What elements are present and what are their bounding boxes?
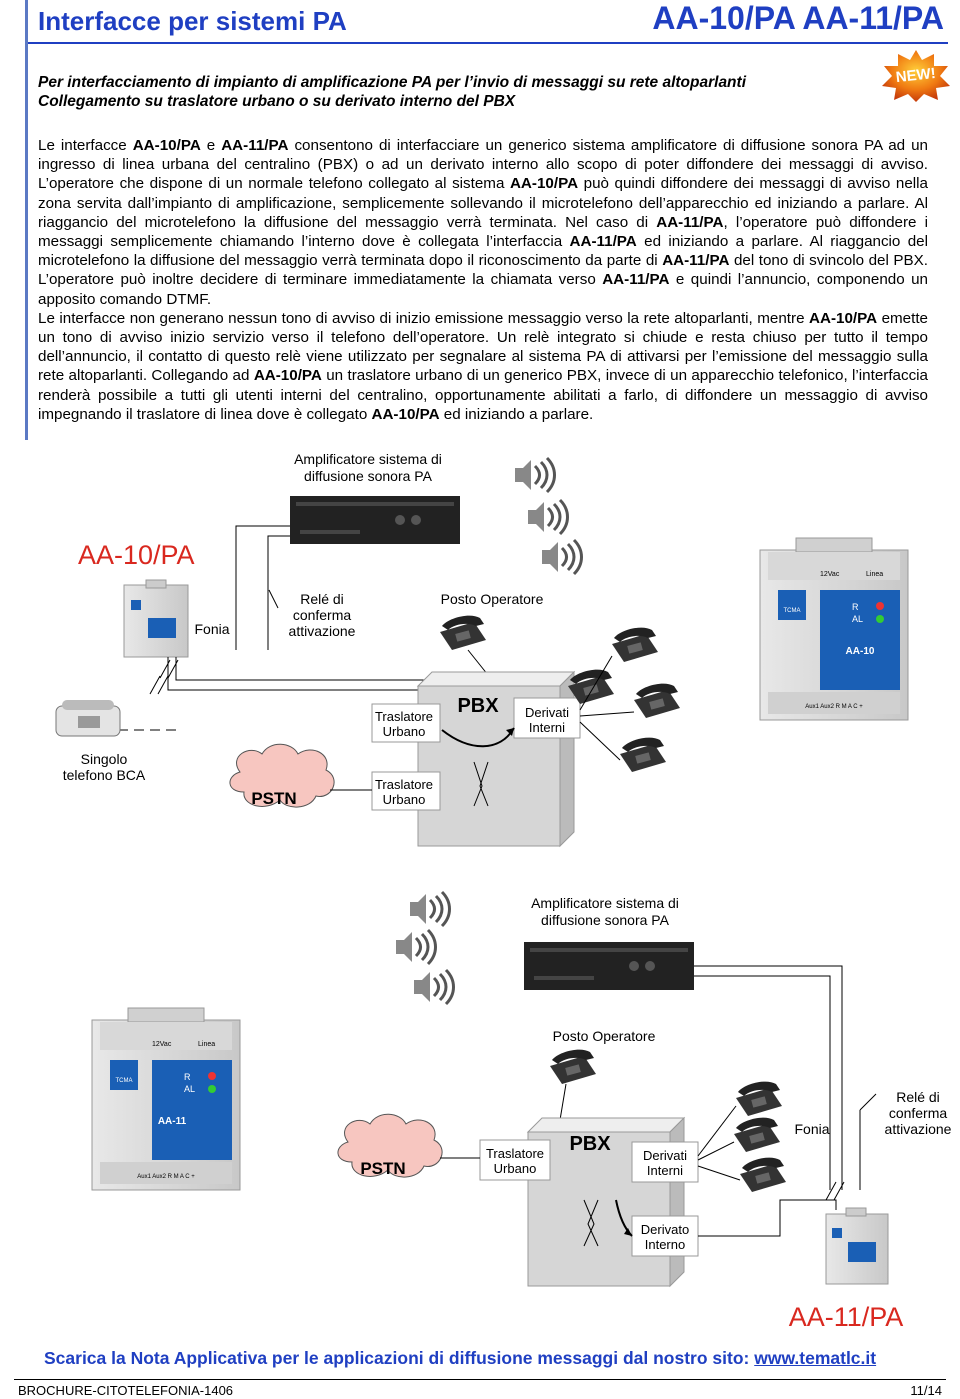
traslatore-2b: Urbano [383,792,426,807]
amp-label-1: Amplificatore sistema di [531,895,679,911]
left-rule [25,0,28,440]
module-r: R [184,1072,191,1082]
rele-label-3: attivazione [885,1121,952,1137]
posto-operatore-label: Posto Operatore [441,591,544,607]
module-top-right: Linea [866,571,883,578]
rele-label-1: Relé di [896,1089,940,1105]
module-bottom: Aux1 Aux2 R M A C + [137,1174,195,1180]
amp-label-2: diffusione sonora PA [304,468,433,484]
aa10-title: AA-10/PA [78,540,195,570]
speaker-icon [394,928,437,966]
phone-icon [736,1081,782,1116]
speaker-icon [513,456,556,494]
module-al: AL [184,1084,195,1094]
phone-icon [734,1117,780,1152]
new-badge-text: NEW! [895,65,937,86]
rele-label-3: attivazione [289,623,356,639]
module-name: AA-10 [846,646,875,657]
traslatore-1b: Urbano [383,724,426,739]
speaker-icon [540,538,583,576]
amp-label-2: diffusione sonora PA [541,912,670,928]
module-top-left: 12Vac [152,1041,172,1048]
derivati-a: Derivati [643,1148,687,1163]
pbx-label: PBX [457,695,499,717]
page-title: Interfacce per sistemi PA [38,6,347,36]
speaker-icon [526,498,569,536]
operator-phone-icon [550,1049,596,1084]
speaker-icon [412,968,455,1006]
phone-icon [740,1157,786,1192]
module-r: R [852,602,859,612]
amplifier-icon [290,496,460,544]
fonia-label: Fonia [194,621,229,637]
aa10-module [759,537,909,721]
intro-line-2: Collegamento su traslatore urbano o su d… [38,93,516,110]
traslatore-a: Traslatore [486,1146,544,1161]
bca-phone-icon [55,700,121,737]
module-name: AA-11 [158,1116,187,1127]
diagram-aa11: Amplificatore sistema di diffusione sono… [91,890,952,1332]
model-title: AA-10/PA AA-11/PA [652,0,944,36]
intro: Per interfacciamento di impianto di ampl… [38,73,878,111]
aa10-small-module [123,579,189,658]
download-note: Scarica la Nota Applicativa per le appli… [44,1348,877,1368]
amplifier-icon [524,942,694,990]
derivati-b: Interni [647,1163,683,1178]
module-bottom: Aux1 Aux2 R M A C + [805,704,863,710]
traslatore-2a: Traslatore [375,777,433,792]
intro-line-1: Per interfacciamento di impianto di ampl… [38,74,746,91]
aa11-small-module [825,1207,889,1285]
pbx-label: PBX [569,1133,611,1155]
website-link[interactable]: www.tematlc.it [754,1348,877,1368]
paragraph-1: Le interfacce AA-10/PA e AA-11/PA consen… [38,137,928,308]
posto-operatore-label: Posto Operatore [553,1028,656,1044]
new-badge-icon: NEW! [882,50,950,102]
header-divider [28,42,948,44]
rele-label-2: conferma [889,1105,948,1121]
pstn-label: PSTN [360,1159,405,1178]
module-logo: TCMA [784,608,801,614]
traslatore-b: Urbano [494,1161,537,1176]
amp-label-1: Amplificatore sistema di [294,451,442,467]
operator-phone-icon [440,615,486,650]
module-top-left: 12Vac [820,571,840,578]
brochure-code: BROCHURE-CITOTELEFONIA-1406 [18,1383,234,1398]
phone-icon [634,683,680,718]
pstn-label: PSTN [251,789,296,808]
module-logo: TCMA [116,1078,133,1084]
rele-label-1: Relé di [300,591,344,607]
pstn-cloud-icon [229,743,335,808]
derivato-a: Derivato [641,1222,689,1237]
body-text: Le interfacce AA-10/PA e AA-11/PA consen… [38,136,928,424]
page-number: 11/14 [910,1383,942,1398]
paragraph-2: Le interfacce non generano nessun tono d… [38,309,929,423]
derivati-b: Interni [529,720,565,735]
derivati-a: Derivati [525,705,569,720]
derivato-b: Interno [645,1237,685,1252]
diagram-aa10: Amplificatore sistema di diffusione sono… [55,451,909,848]
fonia-label: Fonia [794,1121,829,1137]
singolo-label-1: Singolo [81,751,128,767]
footer-divider [14,1379,946,1380]
aa11-module [91,1007,241,1191]
singolo-label-2: telefono BCA [63,767,146,783]
rele-label-2: conferma [293,607,352,623]
traslatore-1a: Traslatore [375,709,433,724]
speaker-icon [408,890,451,928]
module-top-right: Linea [198,1041,215,1048]
phone-icon [612,627,658,662]
aa11-title: AA-11/PA [789,1302,904,1332]
module-al: AL [852,614,863,624]
phone-icon [620,737,666,772]
